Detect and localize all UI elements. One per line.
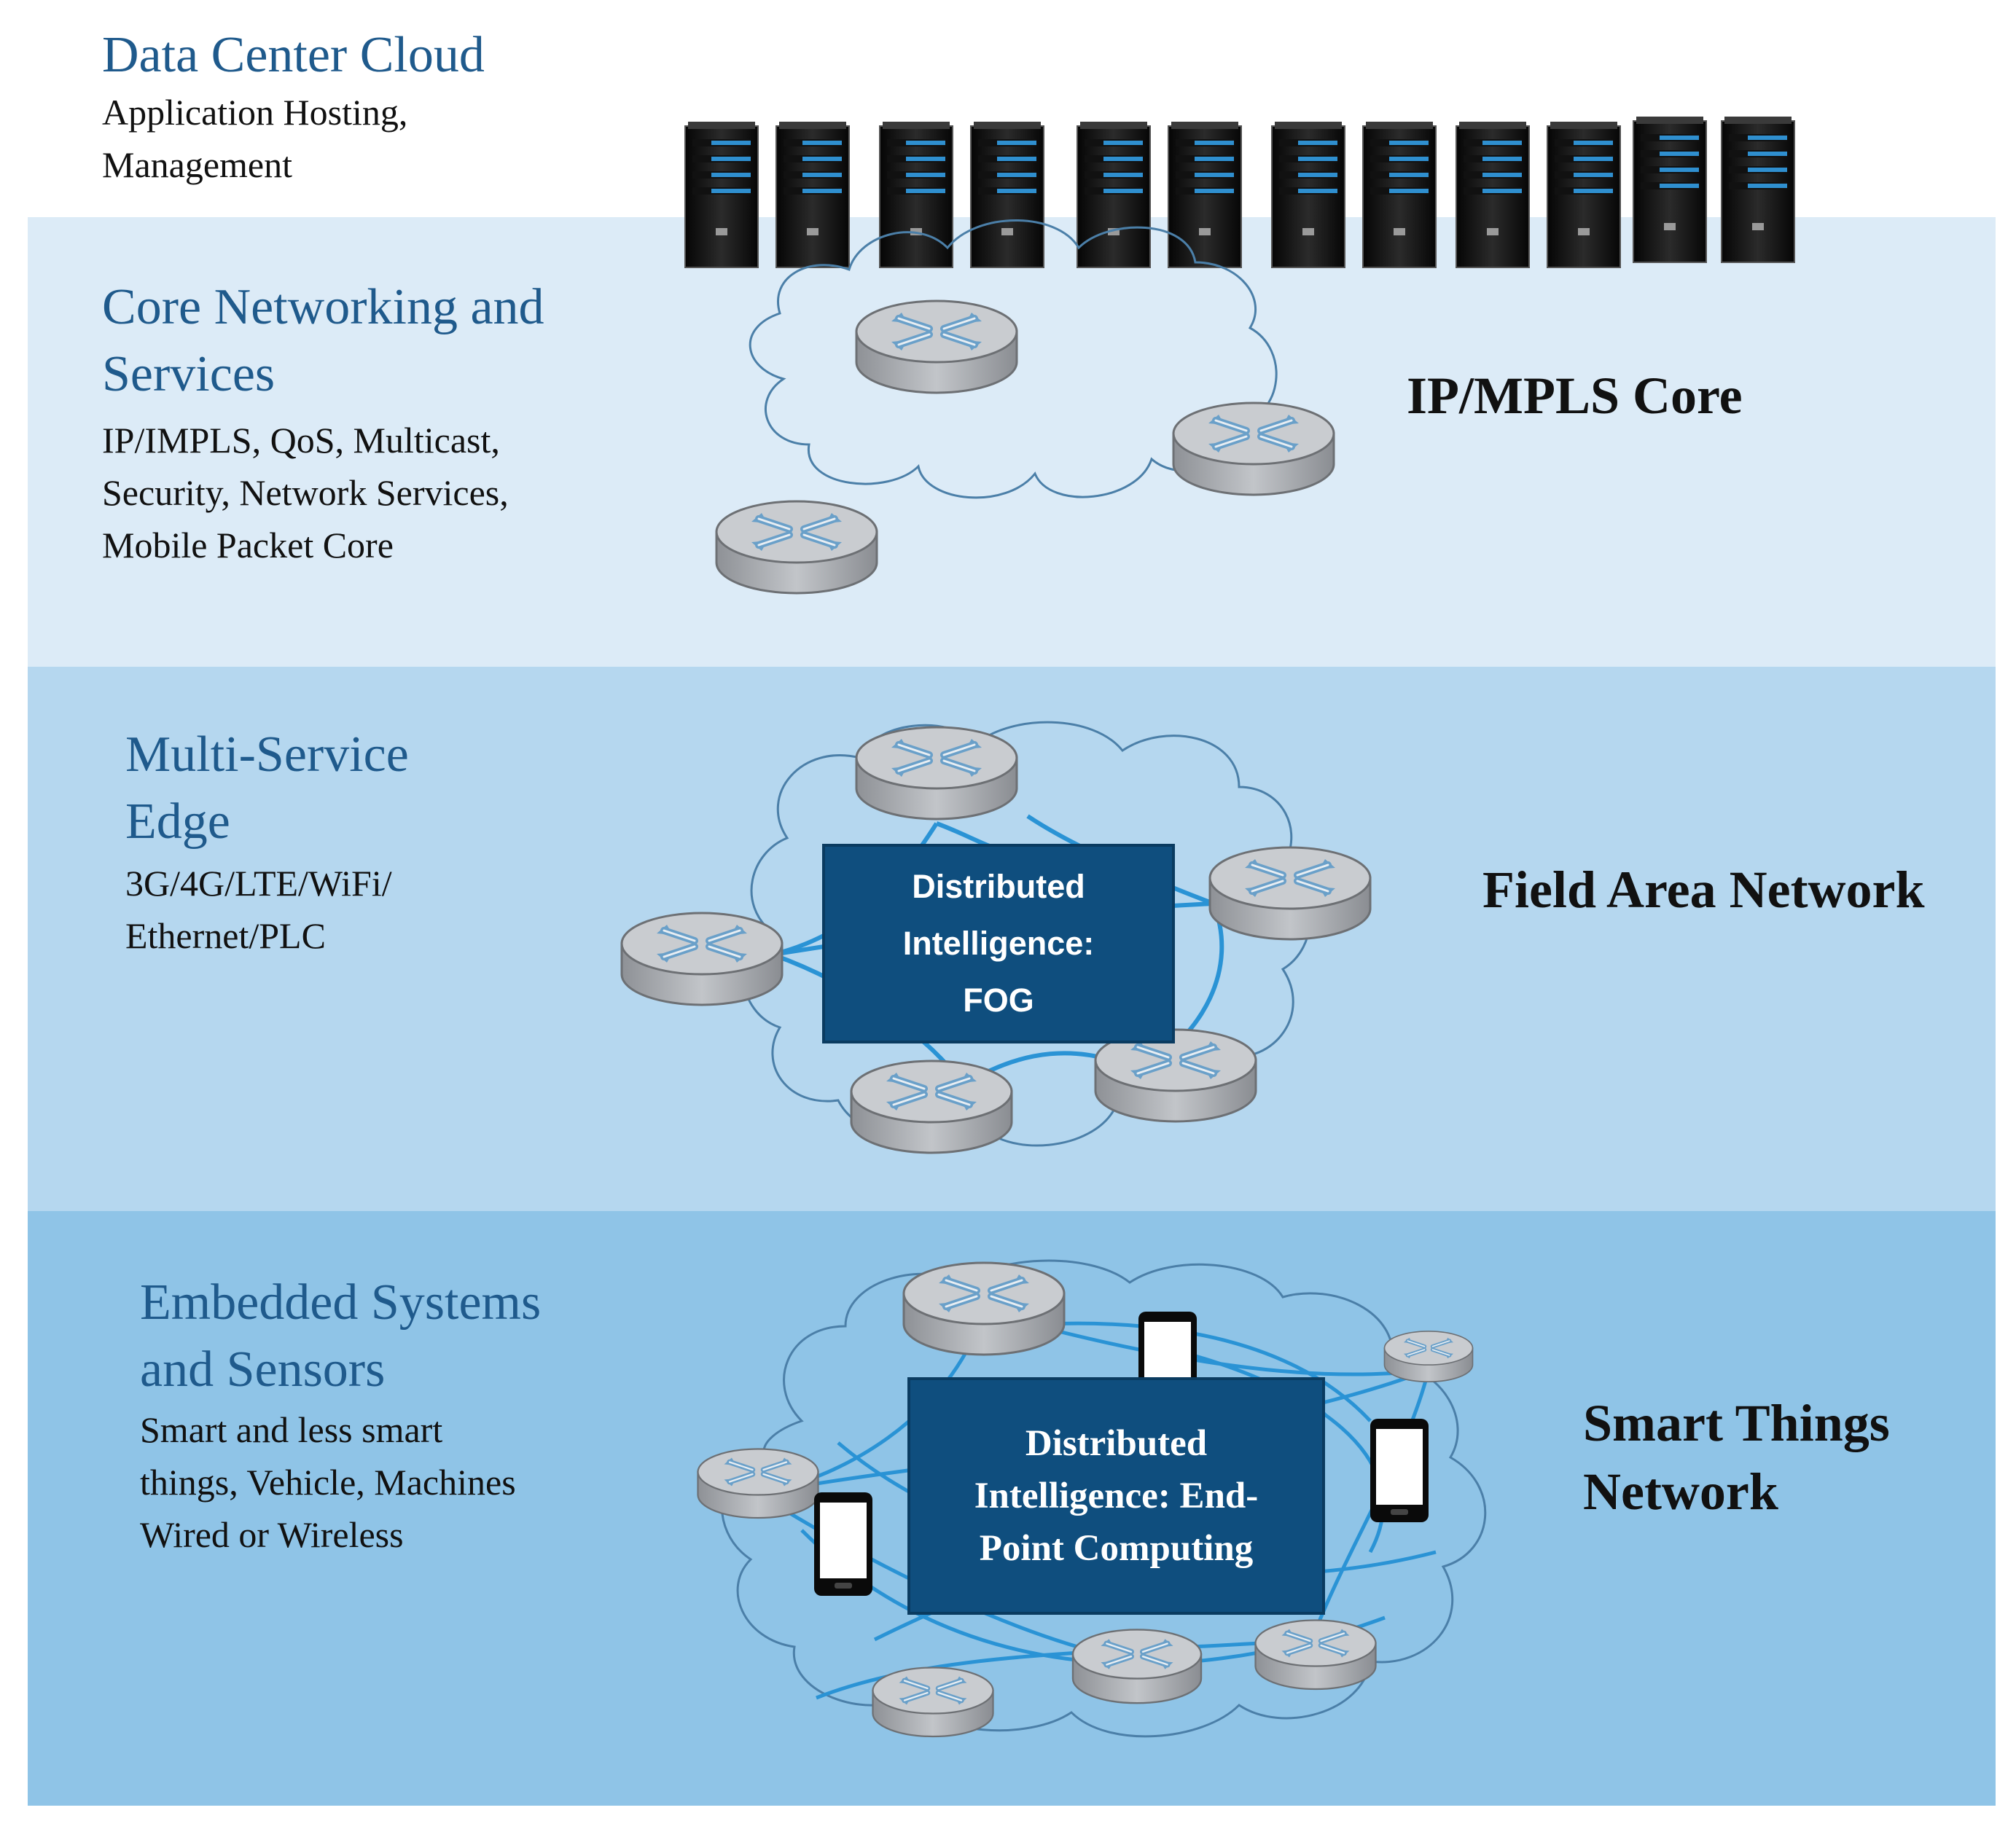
network-label-line: Smart Things (1583, 1394, 1890, 1452)
router-icon (856, 301, 1017, 393)
router-icon (856, 727, 1017, 819)
router-icon (622, 913, 782, 1005)
fog-intelligence-box: Distributed Intelligence: FOG (822, 844, 1175, 1043)
server-tower-icon (1456, 121, 1530, 268)
server-tower-icon (970, 121, 1044, 268)
server-tower-icon (1721, 116, 1795, 263)
network-label-line: Network (1583, 1462, 1778, 1521)
server-tower-icon (1271, 121, 1345, 268)
tier-desc-line: things, Vehicle, Machines (140, 1462, 516, 1503)
endpoint-box-label: Distributed Intelligence: End- Point Com… (974, 1423, 1259, 1569)
server-tower-icon (1077, 121, 1151, 268)
tier-desc-multi-service-edge: 3G/4G/LTE/WiFi/ Ethernet/PLC (125, 857, 392, 962)
router-icon (1173, 403, 1334, 495)
network-label-field-area: Field Area Network (1482, 855, 1925, 924)
router-icon (698, 1449, 818, 1518)
tier-desc-line: Mobile Packet Core (102, 525, 394, 565)
tier-desc-core-networking: IP/IMPLS, QoS, Multicast, Security, Netw… (102, 414, 509, 571)
tier-title-multi-service-edge: Multi-Service Edge (125, 721, 409, 855)
tier-desc-embedded-systems: Smart and less smart things, Vehicle, Ma… (140, 1403, 516, 1561)
router-icon (1256, 1621, 1376, 1689)
tier-desc-line: Application Hosting, (102, 92, 408, 133)
server-tower-icon (684, 121, 759, 268)
smartphone-icon (1370, 1419, 1429, 1522)
tier-desc-line: IP/IMPLS, QoS, Multicast, (102, 420, 500, 461)
tier-title-line: Data Center Cloud (102, 27, 485, 83)
tier-title-core-networking: Core Networking and Services (102, 274, 544, 408)
tier-title-line: Multi-Service (125, 726, 409, 783)
network-label-ip-mpls-core: IP/MPLS Core (1407, 361, 1743, 430)
core-cloud-outline-icon (749, 219, 1278, 499)
router-icon (1385, 1331, 1473, 1382)
network-label-line: Field Area Network (1482, 861, 1925, 919)
router-icon (716, 501, 877, 593)
smartphone-icon (814, 1492, 872, 1596)
router-icon (851, 1061, 1012, 1153)
endpoint-computing-box: Distributed Intelligence: End- Point Com… (907, 1377, 1325, 1615)
tier-desc-line: Management (102, 144, 293, 185)
tier-title-line: Core Networking and (102, 279, 544, 335)
tier-title-data-center: Data Center Cloud (102, 22, 485, 89)
tier-desc-line: 3G/4G/LTE/WiFi/ (125, 863, 392, 904)
router-icon (873, 1668, 993, 1736)
network-label-smart-things: Smart Things Network (1583, 1389, 1890, 1526)
tier-desc-line: Ethernet/PLC (125, 915, 326, 956)
tier-title-line: Services (102, 346, 276, 402)
server-tower-icon (1362, 121, 1437, 268)
tier-title-line: Embedded Systems (140, 1274, 542, 1331)
router-icon (1073, 1629, 1201, 1703)
tier-title-line: and Sensors (140, 1342, 386, 1398)
tier-desc-line: Security, Network Services, (102, 472, 509, 513)
tier-desc-line: Smart and less smart (140, 1409, 443, 1450)
tier-title-embedded-systems: Embedded Systems and Sensors (140, 1269, 541, 1403)
network-label-line: IP/MPLS Core (1407, 367, 1743, 425)
server-tower-icon (1547, 121, 1621, 268)
tier-desc-line: Wired or Wireless (140, 1514, 404, 1555)
smart-things-cloud-outline-icon (721, 1259, 1487, 1738)
fog-box-label: Distributed Intelligence: FOG (902, 868, 1095, 1019)
router-icon (904, 1263, 1064, 1355)
router-icon (1210, 847, 1370, 939)
server-rack-group (684, 116, 1795, 268)
server-tower-icon (879, 121, 953, 268)
server-tower-icon (775, 121, 850, 268)
tier-desc-data-center: Application Hosting, Management (102, 86, 407, 191)
tier-title-line: Edge (125, 794, 230, 850)
server-tower-icon (1633, 116, 1707, 263)
server-tower-icon (1168, 121, 1242, 268)
core-networking-band (28, 217, 1996, 667)
